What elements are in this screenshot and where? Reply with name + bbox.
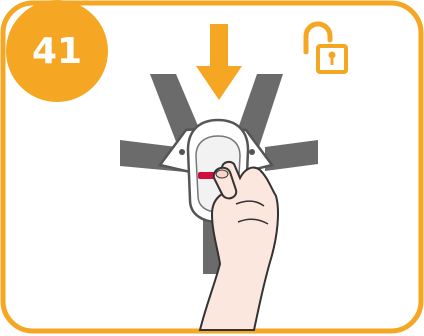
step-number: 41 <box>32 31 82 72</box>
step-badge: 41 <box>6 0 108 102</box>
